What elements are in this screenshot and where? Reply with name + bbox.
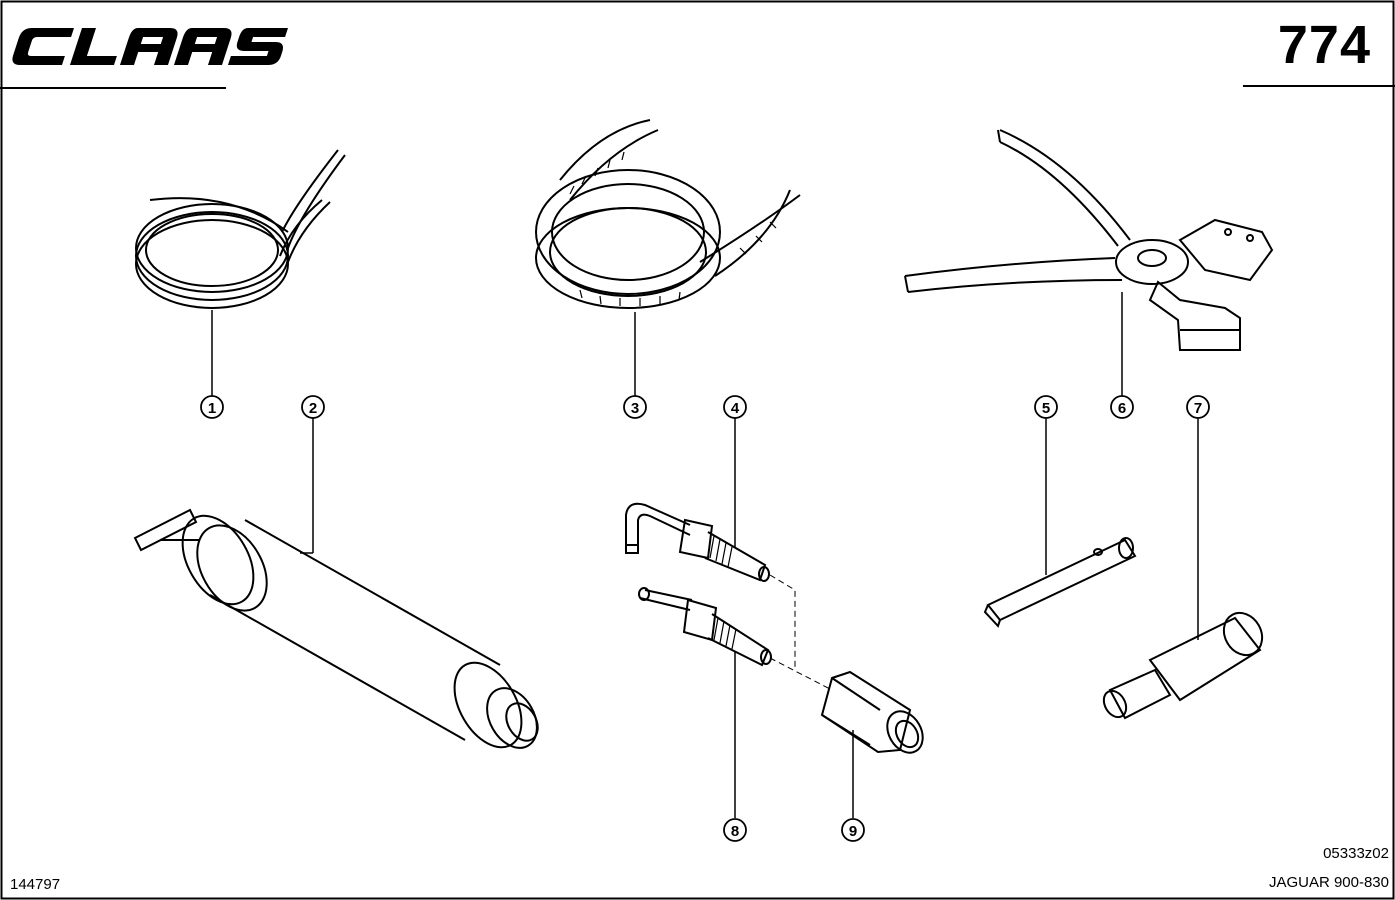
drawing-code: 05333z02 [1323,845,1389,862]
callout-4: 4 [723,395,747,419]
callout-9-label: 9 [849,823,857,840]
callout-6-label: 6 [1118,400,1126,417]
callout-8: 8 [723,818,747,842]
callout-2: 2 [301,395,325,419]
page-number: 774 [1277,15,1371,75]
callout-5-label: 5 [1042,400,1050,417]
callout-1: 1 [200,395,224,419]
callout-4-label: 4 [731,400,740,417]
part-8-straight-nozzle [638,587,772,667]
part-2-pump [133,508,539,749]
callout-3: 3 [623,395,647,419]
callout-1-label: 1 [208,400,216,417]
part-6-pliers [904,129,1274,351]
model-name: JAGUAR 900-830 [1268,874,1389,891]
callout-2-label: 2 [309,400,317,417]
callout-6: 6 [1110,395,1134,419]
part-4-angled-nozzle [625,502,770,582]
part-3-graduated-tube [535,119,801,309]
callout-5: 5 [1034,395,1058,419]
callout-3-label: 3 [631,400,639,417]
document-id: 144797 [10,876,61,893]
part-5-bit [983,537,1137,628]
callout-7: 7 [1186,395,1210,419]
claas-logo [12,28,288,65]
callout-8-label: 8 [731,823,739,840]
callout-7-label: 7 [1194,400,1202,417]
callout-9: 9 [841,818,865,842]
assembly-dash-lines [769,574,833,691]
part-7-drift [1102,611,1264,720]
leader-lines [211,292,1199,818]
part-9-hex-adapter [820,670,924,754]
part-1-ring [135,149,346,309]
